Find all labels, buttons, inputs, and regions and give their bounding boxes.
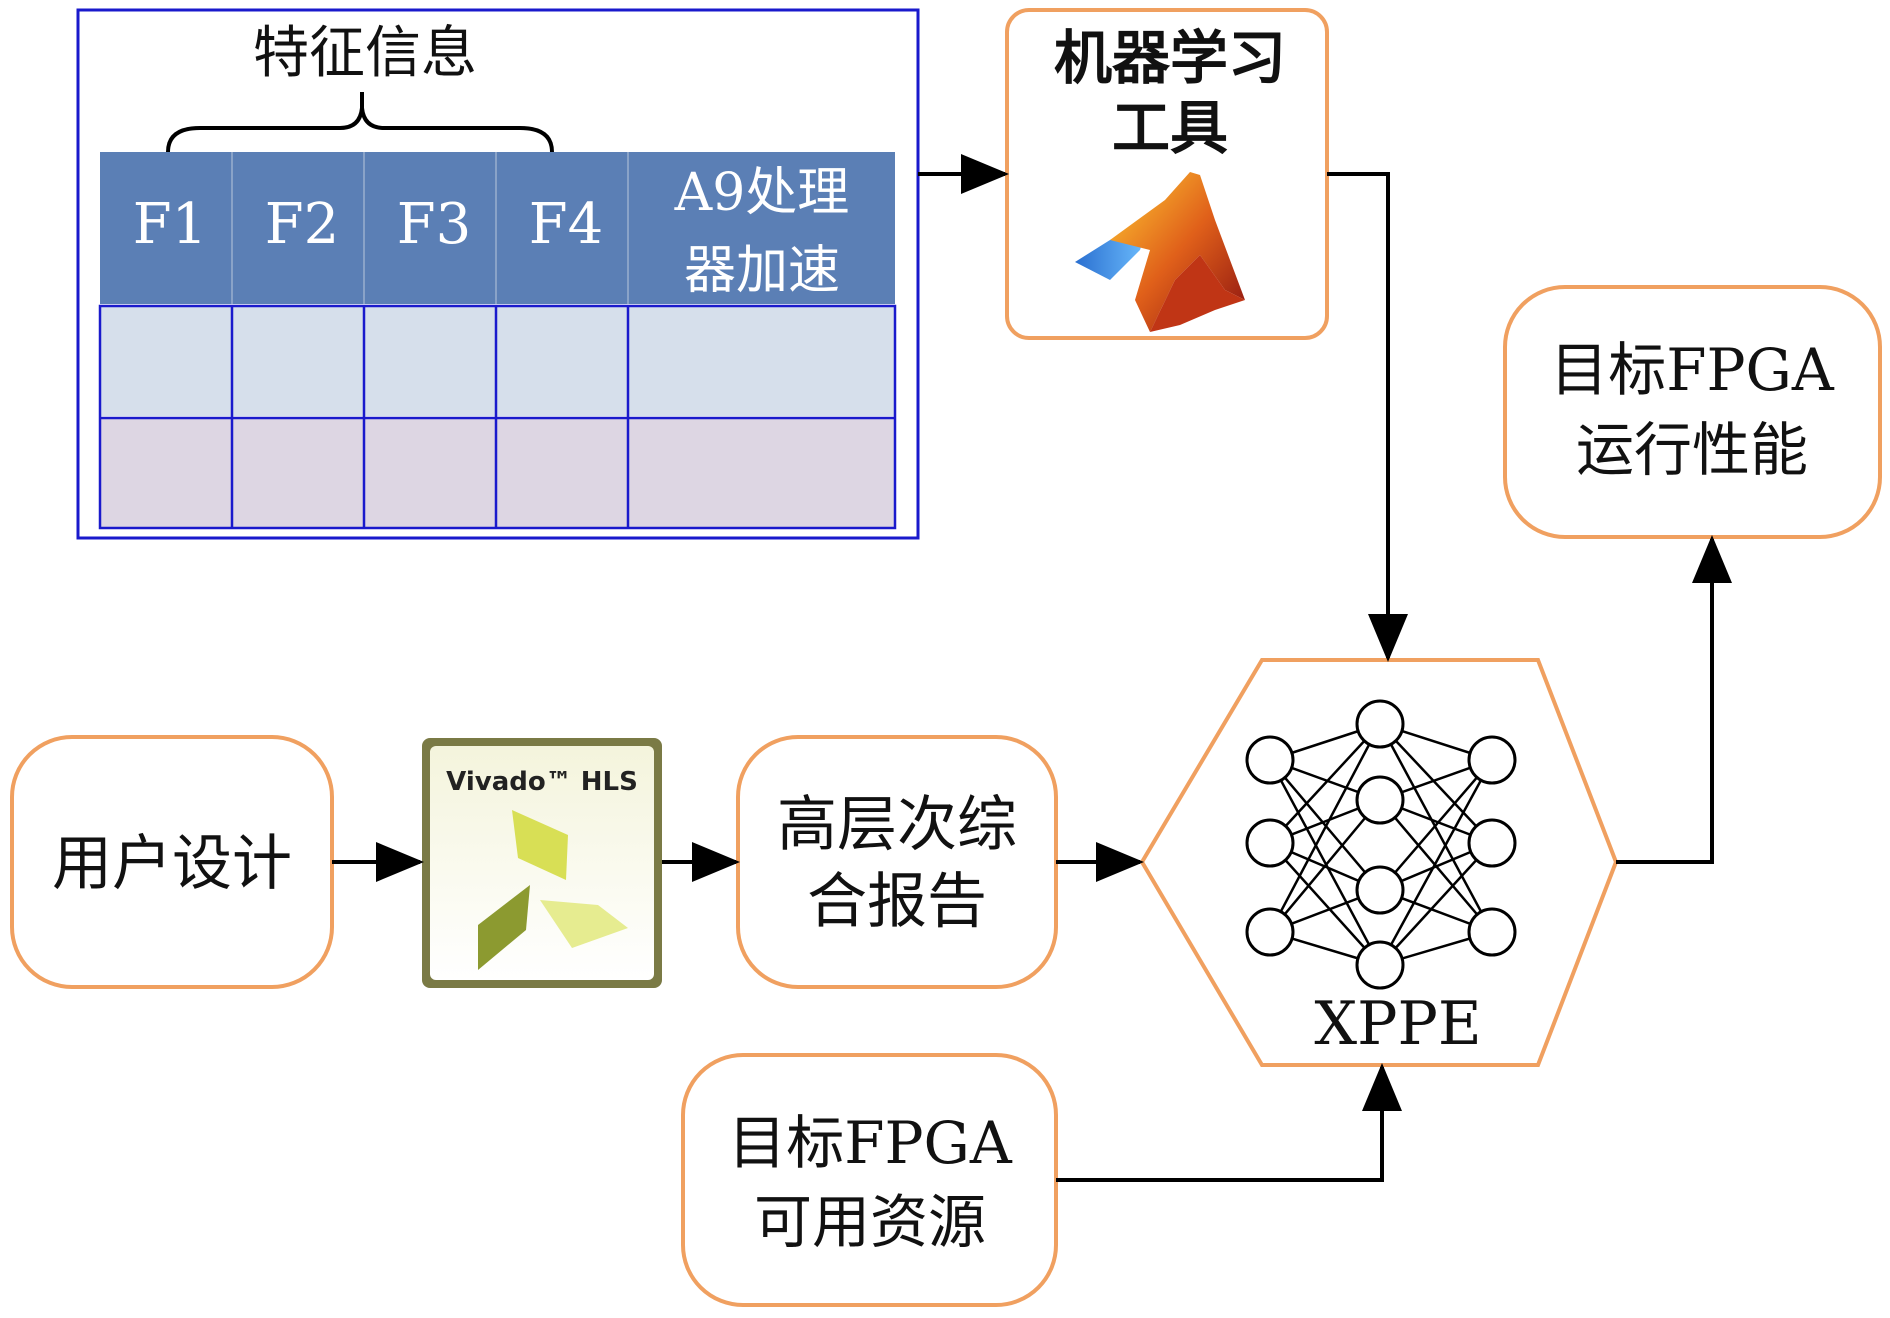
table-row — [100, 306, 895, 416]
ml-tool-line2: 工具 — [1112, 94, 1228, 162]
arrow-resources-to-xppe — [1056, 1063, 1402, 1182]
xppe-node: XPPE — [1139, 658, 1619, 1067]
feature-info-title: 特征信息 — [253, 21, 477, 86]
table-row — [100, 418, 895, 528]
header-a9-line1: A9处理 — [674, 163, 850, 223]
neural-network-icon — [1245, 699, 1517, 990]
target-perf-box: 目标FPGA 运行性能 — [1503, 285, 1882, 539]
target-perf-line2: 运行性能 — [1576, 416, 1808, 484]
brace — [166, 92, 554, 153]
user-design-label: 用户设计 — [52, 829, 292, 899]
matlab-logo-icon — [1075, 172, 1245, 332]
arrow-ml-to-xppe — [1327, 172, 1408, 662]
target-resources-line1: 目标FPGA — [728, 1109, 1013, 1177]
target-resources-box: 目标FPGA 可用资源 — [681, 1053, 1058, 1307]
ml-tool-box: 机器学习 工具 — [1005, 8, 1329, 340]
arrow-xppe-to-perf — [1616, 535, 1732, 864]
hls-report-line2: 合报告 — [807, 867, 987, 937]
header-f4: F4 — [529, 192, 603, 257]
vivado-hls-label: Vivado™ HLS — [446, 767, 638, 797]
hls-report-box: 高层次综 合报告 — [736, 735, 1058, 989]
header-a9-line2: 器加速 — [684, 241, 840, 301]
target-resources-line2: 可用资源 — [754, 1188, 986, 1256]
xppe-label: XPPE — [1314, 989, 1481, 1059]
header-f3: F3 — [397, 192, 471, 257]
target-perf-line1: 目标FPGA — [1550, 336, 1835, 404]
header-f1: F1 — [133, 192, 207, 257]
hls-report-line1: 高层次综 — [777, 790, 1017, 860]
connectors — [332, 154, 1732, 1182]
header-f2: F2 — [265, 192, 339, 257]
ml-tool-line1: 机器学习 — [1054, 24, 1286, 92]
feature-table-panel: 特征信息 F1 F2 F3 F4 A9处理 器加速 — [76, 8, 920, 540]
user-design-box: 用户设计 — [10, 735, 334, 989]
table-grid — [98, 304, 897, 530]
vivado-hls-logo-icon: Vivado™ HLS — [422, 738, 662, 988]
